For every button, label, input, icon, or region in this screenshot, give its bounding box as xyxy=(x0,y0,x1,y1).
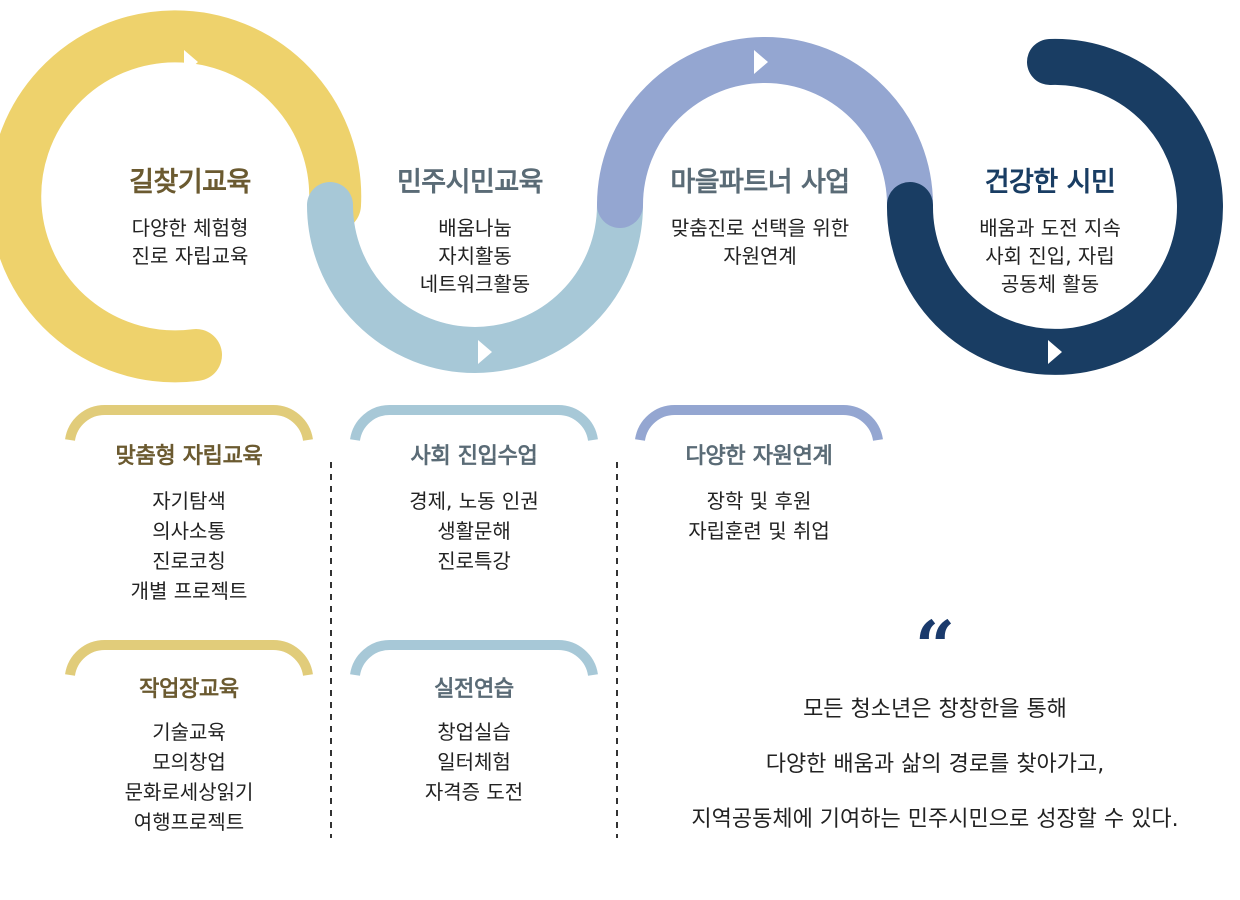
stage-1-ring xyxy=(0,10,362,383)
program-1-item-2: 의사소통 xyxy=(152,519,226,543)
program-1-list: 자기탐색 의사소통 진로코칭 개별 프로젝트 xyxy=(70,486,308,606)
program-3-list: 장학 및 후원 자립훈련 및 취업 xyxy=(640,486,878,546)
stage-4-line-2: 사회 진입, 자립 xyxy=(985,244,1115,268)
program-4-list: 기술교육 모의창업 문화로세상읽기 여행프로젝트 xyxy=(70,717,308,837)
program-3-item-2: 자립훈련 및 취업 xyxy=(688,519,830,543)
program-3-title: 다양한 자원연계 xyxy=(685,444,833,469)
program-cap-4 xyxy=(65,639,313,676)
program-5-item-1: 창업실습 xyxy=(437,720,511,744)
program-5-item-2: 일터체험 xyxy=(437,750,511,774)
stage-3-line-1: 맞춤진로 선택을 위한 xyxy=(670,216,850,240)
program-2-item-2: 생활문해 xyxy=(437,519,511,543)
stage-3-arrow-icon xyxy=(754,50,768,74)
program-1-title: 맞춤형 자립교육 xyxy=(115,444,263,469)
stage-2-desc: 배움나눔 자치활동 네트워크활동 xyxy=(375,214,575,298)
program-cap-3 xyxy=(635,404,883,441)
stage-4-line-3: 공동체 활동 xyxy=(1000,272,1100,296)
stage-1-arrow-icon xyxy=(184,50,198,74)
quote-line-2: 다양한 배움과 삶의 경로를 찾아가고, xyxy=(765,752,1105,777)
program-5-list: 창업실습 일터체험 자격증 도전 xyxy=(355,717,593,807)
stage-1-title: 길찾기교육 xyxy=(129,167,251,198)
program-5-title: 실전연습 xyxy=(434,677,514,702)
program-cap-2 xyxy=(350,404,598,441)
program-1-item-3: 진로코칭 xyxy=(152,549,226,573)
program-cap-5 xyxy=(350,639,598,676)
quote-text: 모든 청소년은 창창한을 통해 다양한 배움과 삶의 경로를 찾아가고, 지역공… xyxy=(635,682,1235,847)
stage-1-line-2: 진로 자립교육 xyxy=(131,244,249,268)
stage-2-arrow-icon xyxy=(478,340,492,364)
stage-4-title: 건강한 시민 xyxy=(984,167,1116,198)
stage-3-desc: 맞춤진로 선택을 위한 자원연계 xyxy=(645,214,875,270)
stage-3-title: 마을파트너 사업 xyxy=(670,167,850,198)
stage-4-ring xyxy=(886,38,1223,375)
program-4-title: 작업장교육 xyxy=(139,677,239,702)
program-5-item-3: 자격증 도전 xyxy=(424,780,524,804)
quote-mark-icon: “ xyxy=(914,605,956,688)
program-4-item-1: 기술교육 xyxy=(152,720,226,744)
stage-2-title: 민주시민교육 xyxy=(396,167,544,198)
quote-line-1: 모든 청소년은 창창한을 통해 xyxy=(803,697,1067,722)
program-2-title: 사회 진입수업 xyxy=(410,444,538,469)
program-cap-1 xyxy=(65,404,313,441)
stage-4-arrow-icon xyxy=(1048,340,1062,364)
program-4-item-2: 모의창업 xyxy=(152,750,226,774)
stage-2-line-3: 네트워크활동 xyxy=(419,272,531,296)
program-2-item-1: 경제, 노동 인권 xyxy=(409,489,539,513)
program-4-item-3: 문화로세상읽기 xyxy=(124,780,254,804)
stage-3-line-2: 자원연계 xyxy=(723,244,797,268)
stage-2-line-2: 자치활동 xyxy=(438,244,512,268)
quote-line-3: 지역공동체에 기여하는 민주시민으로 성장할 수 있다. xyxy=(691,807,1179,832)
program-2-list: 경제, 노동 인권 생활문해 진로특강 xyxy=(355,486,593,576)
program-2-item-3: 진로특강 xyxy=(437,549,511,573)
program-4-item-4: 여행프로젝트 xyxy=(133,810,245,834)
stage-2-ring xyxy=(307,182,643,373)
stage-4-line-1: 배움과 도전 지속 xyxy=(979,216,1121,240)
stage-4-desc: 배움과 도전 지속 사회 진입, 자립 공동체 활동 xyxy=(945,214,1155,298)
program-1-item-1: 자기탐색 xyxy=(152,489,226,513)
stage-1-line-1: 다양한 체험형 xyxy=(131,216,249,240)
stage-2-line-1: 배움나눔 xyxy=(438,216,512,240)
program-1-item-4: 개별 프로젝트 xyxy=(130,579,248,603)
stage-1-desc: 다양한 체험형 진로 자립교육 xyxy=(90,214,290,270)
program-3-item-1: 장학 및 후원 xyxy=(706,489,812,513)
